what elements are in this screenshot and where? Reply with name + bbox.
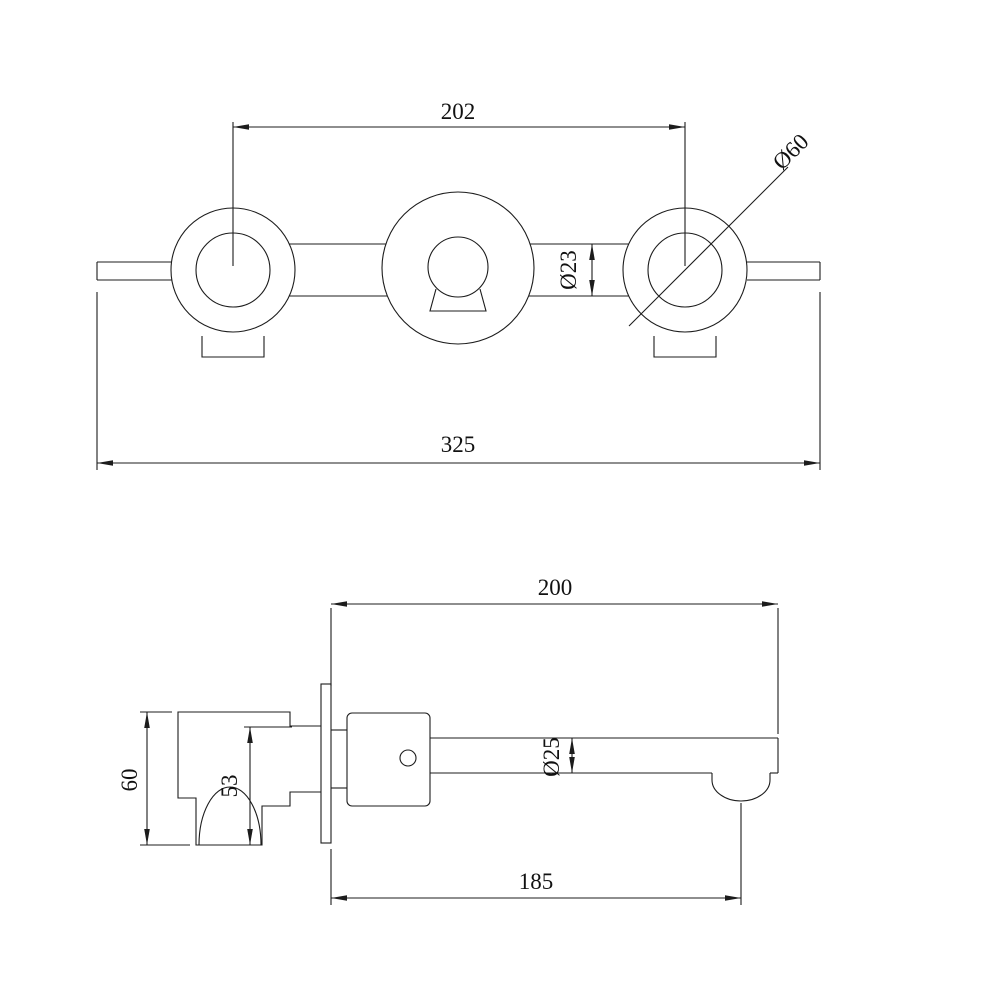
leader-line — [628, 166, 789, 327]
front-view: 202 Ø60 — [96, 99, 821, 470]
connecting-bar — [96, 243, 821, 297]
dim-spout-diameter: Ø25 — [539, 737, 575, 777]
dim-o60-label: Ø60 — [768, 129, 814, 175]
center-spout-escutcheon — [381, 191, 535, 345]
inner-circle — [427, 236, 489, 298]
dim-spout-projection: 185 — [330, 803, 742, 905]
dim-325-label: 325 — [441, 432, 476, 457]
side-view: 200 — [117, 575, 779, 905]
outer-circle — [381, 191, 535, 345]
escutcheon-base — [653, 336, 717, 358]
dim-body-height: 60 — [117, 711, 190, 846]
dim-202-label: 202 — [441, 99, 476, 124]
mount-block — [346, 712, 431, 807]
set-screw — [399, 749, 417, 767]
valve-body — [177, 711, 347, 846]
dim-o23-label: Ø23 — [556, 250, 581, 290]
left-valve-escutcheon — [170, 207, 296, 358]
dim-overall-width: 325 — [96, 292, 821, 470]
right-valve-escutcheon — [622, 207, 748, 358]
block-outline — [346, 712, 431, 807]
dim-53-label: 53 — [217, 775, 242, 798]
wall-plate — [320, 683, 332, 844]
spout-outlet — [429, 288, 487, 312]
aerator — [711, 773, 771, 802]
dim-200-label: 200 — [538, 575, 573, 600]
escutcheon-base — [201, 336, 265, 358]
dim-60-label: 60 — [117, 769, 142, 792]
dim-center-distance: 202 — [232, 99, 686, 266]
body-arch — [198, 786, 262, 846]
outer-circle — [170, 207, 296, 333]
inner-circle — [647, 232, 723, 308]
outer-circle — [622, 207, 748, 333]
spout — [430, 737, 779, 802]
dim-185-label: 185 — [519, 869, 554, 894]
dim-escutcheon-diameter: Ø60 — [628, 129, 814, 327]
dim-spout-reach: 200 — [330, 575, 779, 734]
body-outline — [177, 711, 321, 846]
inner-circle — [195, 232, 271, 308]
dim-o25-label: Ø25 — [539, 737, 564, 777]
dim-inner-height: 53 — [217, 726, 292, 845]
dim-bar-diameter: Ø23 — [556, 244, 595, 296]
